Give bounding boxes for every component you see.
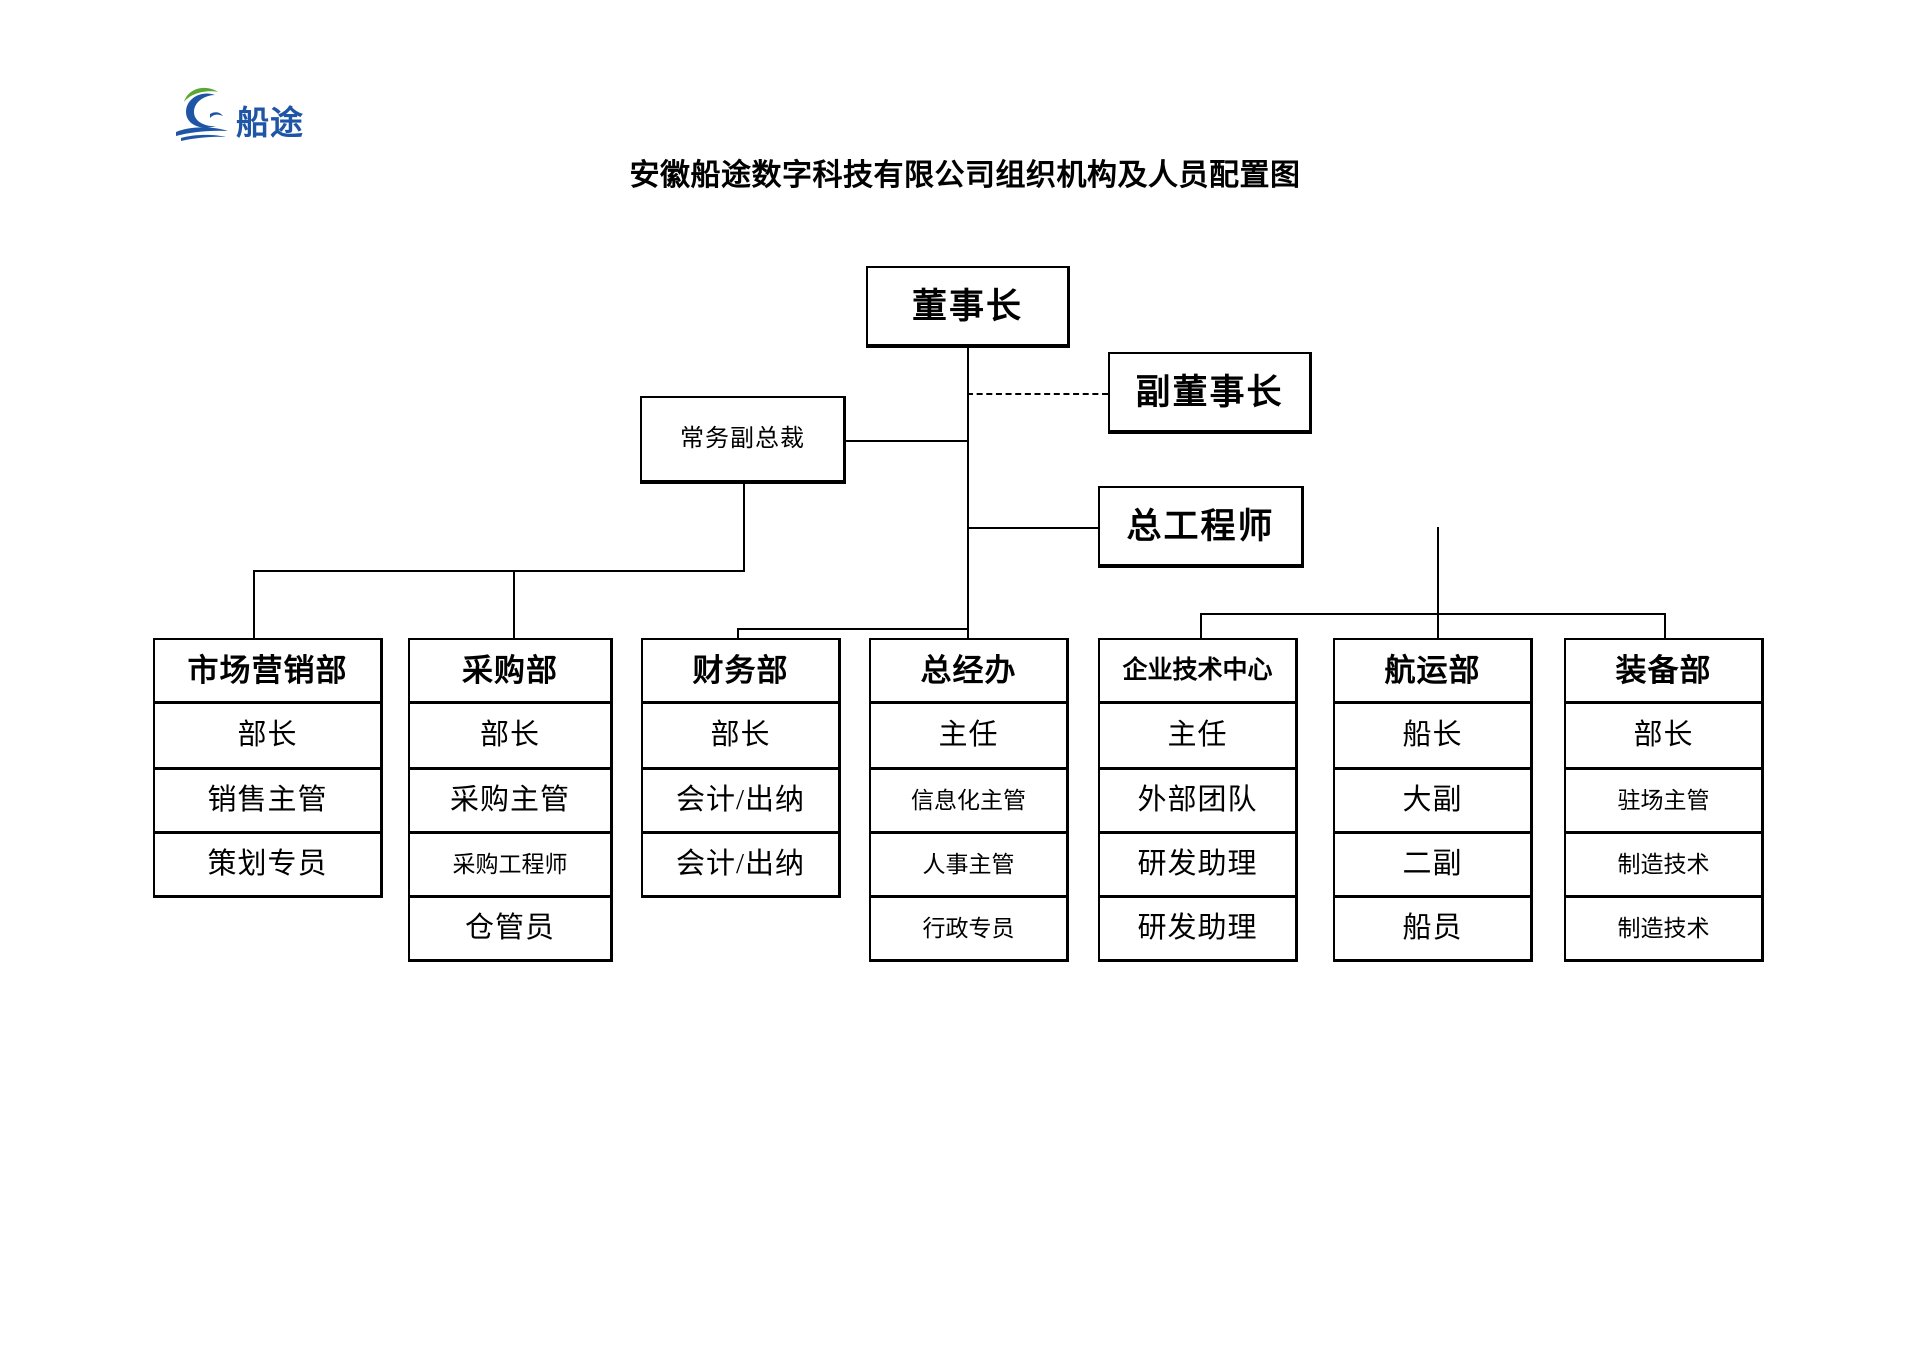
ship-wave-logo-icon <box>168 78 234 144</box>
department-tech-center-role-2: 研发助理 <box>1098 832 1298 898</box>
department-finance: 财务部 部长 会计/出纳 会计/出纳 <box>641 638 841 898</box>
department-shipping-name: 航运部 <box>1333 638 1533 704</box>
connector-chairman-to-finance <box>737 628 739 640</box>
department-equipment-role-2: 制造技术 <box>1564 832 1764 898</box>
department-shipping-role-2: 二副 <box>1333 832 1533 898</box>
department-equipment: 装备部 部长 驻场主管 制造技术 制造技术 <box>1564 638 1764 962</box>
department-general-office-role-1: 信息化主管 <box>869 768 1069 834</box>
department-purchasing-role-1: 采购主管 <box>408 768 613 834</box>
department-purchasing: 采购部 部长 采购主管 采购工程师 仓管员 <box>408 638 613 962</box>
node-chief-engineer: 总工程师 <box>1098 486 1304 568</box>
department-marketing-name: 市场营销部 <box>153 638 383 704</box>
node-vice-chairman-label: 副董事长 <box>1135 372 1284 412</box>
connector-chairman-branch-bar <box>737 628 969 630</box>
department-general-office-name: 总经办 <box>869 638 1069 704</box>
department-equipment-role-1: 驻场主管 <box>1564 768 1764 834</box>
department-shipping: 航运部 船长 大副 二副 船员 <box>1333 638 1533 962</box>
department-shipping-role-3: 船员 <box>1333 896 1533 962</box>
department-finance-role-1: 会计/出纳 <box>641 768 841 834</box>
department-marketing: 市场营销部 部长 销售主管 策划专员 <box>153 638 383 898</box>
connector-vp-down <box>743 484 745 572</box>
connector-chairman-executive-vp <box>846 440 968 442</box>
connector-chairman-chief-engineer <box>967 527 1099 529</box>
department-purchasing-role-3: 仓管员 <box>408 896 613 962</box>
department-equipment-role-3: 制造技术 <box>1564 896 1764 962</box>
department-marketing-role-1: 销售主管 <box>153 768 383 834</box>
department-shipping-role-0: 船长 <box>1333 702 1533 770</box>
connector-chief-engineer-branch-bar <box>1200 613 1666 615</box>
department-tech-center-name: 企业技术中心 <box>1098 638 1298 704</box>
connector-vp-branch-bar <box>253 570 745 572</box>
department-tech-center-role-0: 主任 <box>1098 702 1298 770</box>
connector-vp-to-marketing <box>253 570 255 640</box>
page-title: 安徽船途数字科技有限公司组织机构及人员配置图 <box>629 159 1301 192</box>
logo-wordmark: 船途 <box>236 104 304 141</box>
department-purchasing-name: 采购部 <box>408 638 613 704</box>
department-tech-center-role-1: 外部团队 <box>1098 768 1298 834</box>
department-marketing-role-0: 部长 <box>153 702 383 770</box>
department-tech-center: 企业技术中心 主任 外部团队 研发助理 研发助理 <box>1098 638 1298 962</box>
department-shipping-role-1: 大副 <box>1333 768 1533 834</box>
department-general-office: 总经办 主任 信息化主管 人事主管 行政专员 <box>869 638 1069 962</box>
node-executive-vp-label: 常务副总裁 <box>680 426 805 452</box>
department-general-office-role-0: 主任 <box>869 702 1069 770</box>
connector-chief-engineer-right-down <box>1437 527 1439 615</box>
connector-ce-to-shipping <box>1437 613 1439 640</box>
node-chairman-label: 董事长 <box>911 286 1023 326</box>
node-executive-vp: 常务副总裁 <box>640 396 846 484</box>
connector-vp-to-purchasing <box>513 570 515 640</box>
department-equipment-name: 装备部 <box>1564 638 1764 704</box>
connector-ce-to-tech-center <box>1200 613 1202 640</box>
department-finance-role-2: 会计/出纳 <box>641 832 841 898</box>
company-logo: 船途 <box>168 78 338 150</box>
department-general-office-role-2: 人事主管 <box>869 832 1069 898</box>
department-marketing-role-2: 策划专员 <box>153 832 383 898</box>
connector-chairman-to-general-office <box>967 628 969 640</box>
node-chairman: 董事长 <box>866 266 1070 348</box>
node-vice-chairman: 副董事长 <box>1108 352 1312 434</box>
department-equipment-role-0: 部长 <box>1564 702 1764 770</box>
department-purchasing-role-0: 部长 <box>408 702 613 770</box>
department-purchasing-role-2: 采购工程师 <box>408 832 613 898</box>
department-tech-center-role-3: 研发助理 <box>1098 896 1298 962</box>
department-finance-role-0: 部长 <box>641 702 841 770</box>
connector-chairman-vice-chairman <box>967 393 1108 395</box>
department-general-office-role-3: 行政专员 <box>869 896 1069 962</box>
node-chief-engineer-label: 总工程师 <box>1126 506 1275 546</box>
connector-ce-to-equipment <box>1664 613 1666 640</box>
department-finance-name: 财务部 <box>641 638 841 704</box>
connector-chairman-trunk <box>967 348 969 630</box>
